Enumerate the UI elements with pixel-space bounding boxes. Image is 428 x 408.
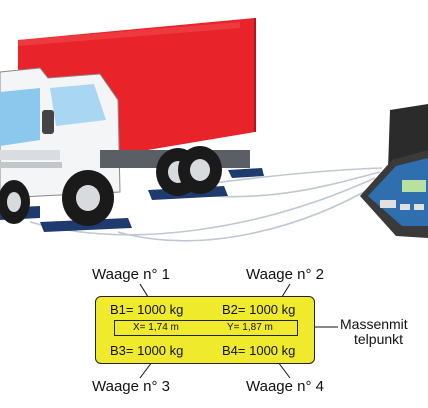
truck-cab: [0, 67, 121, 199]
b3-value: B3= 1000 kg: [110, 343, 184, 358]
b1-value: B1= 1000 kg: [110, 302, 184, 317]
y-coordinate: Y= 1,87 m: [227, 322, 273, 333]
waage-1-label: Waage n° 1: [92, 266, 170, 283]
b2-value: B2= 1000 kg: [222, 302, 296, 317]
center-of-mass-row: X= 1,74 m Y= 1,87 m: [114, 320, 298, 336]
massenmittelpunkt-line2: telpunkt: [354, 331, 404, 347]
truck-wheels: [0, 146, 222, 226]
weight-readout-panel: B1= 1000 kg B2= 1000 kg X= 1,74 m Y= 1,8…: [95, 296, 315, 364]
b4-value: B4= 1000 kg: [222, 343, 296, 358]
weighing-indicator-case: [360, 104, 428, 238]
x-coordinate: X= 1,74 m: [133, 322, 179, 333]
waage-2-label: Waage n° 2: [246, 266, 324, 283]
waage-3-label: Waage n° 3: [92, 378, 170, 395]
massenmittelpunkt-line1: Massenmit: [340, 316, 408, 332]
waage-4-label: Waage n° 4: [246, 378, 324, 395]
